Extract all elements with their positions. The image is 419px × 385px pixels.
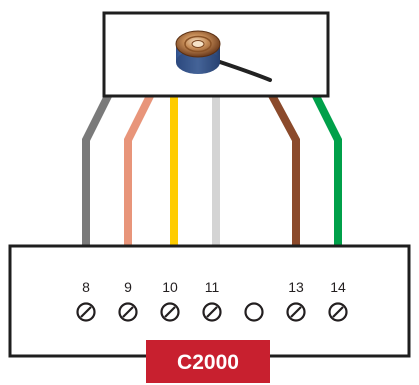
sensor-box (102, 11, 330, 98)
screw-slot (80, 306, 92, 318)
terminal-label: 9 (124, 279, 132, 295)
wire-gray (82, 86, 116, 250)
empty-terminal (244, 302, 264, 322)
terminal-label: 14 (330, 279, 346, 295)
load-cell-icon (175, 30, 272, 82)
device-badge: C2000 (146, 340, 270, 383)
screw-terminal: 14 (328, 279, 348, 322)
screw-head (244, 302, 264, 322)
terminal-label: 10 (162, 279, 178, 295)
screw-slot (206, 306, 218, 318)
wire-green (308, 86, 342, 250)
terminal-block: 8 9 10 11 13 14 (8, 244, 411, 358)
terminal-label: 13 (288, 279, 304, 295)
wire-brown (264, 86, 300, 250)
screw-terminal: 9 (118, 279, 138, 322)
device-label: C2000 (177, 351, 239, 374)
screw-slot (332, 306, 344, 318)
wire-group (82, 86, 342, 250)
wire-salmon (124, 86, 158, 250)
terminal-label: 8 (82, 279, 90, 295)
screw-terminal: 13 (286, 279, 306, 322)
screw-slot (164, 306, 176, 318)
screw-terminal: 11 (202, 279, 222, 322)
screw-terminal: 10 (160, 279, 180, 322)
terminal-label: 11 (205, 279, 220, 295)
screw-slot (290, 306, 302, 318)
screw-slot (122, 306, 134, 318)
screw-terminal: 8 (76, 279, 96, 322)
